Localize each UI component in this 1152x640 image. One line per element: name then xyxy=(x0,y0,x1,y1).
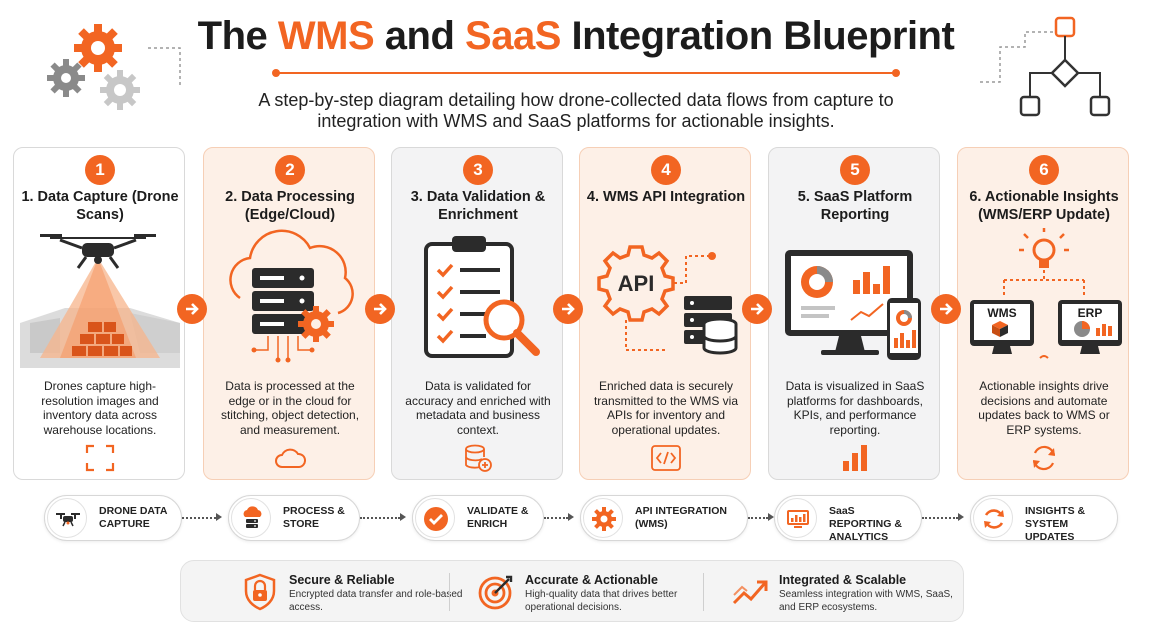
flowchart-icon xyxy=(980,16,1111,117)
step-title: 5. SaaS Platform Reporting xyxy=(797,189,913,223)
arrow-right-icon xyxy=(374,303,387,315)
step-title: 4. WMS API Integration xyxy=(586,189,746,205)
step-title: 2. Data Processing (Edge/Cloud) xyxy=(225,189,355,223)
feature-secure: Secure & Reliable Encrypted data transfe… xyxy=(241,561,462,623)
flow-arrow-2 xyxy=(365,294,395,324)
step-number: 3 xyxy=(463,155,493,185)
step-title: 3. Data Validation & Enrichment xyxy=(410,189,546,223)
refresh-icon xyxy=(1032,445,1056,471)
flow-arrow-4 xyxy=(742,294,772,324)
arrow-right-icon xyxy=(186,303,199,315)
step-description: Data is processed at the edge or in the … xyxy=(220,379,360,437)
pipeline-connector xyxy=(922,513,964,521)
pipeline-saas-reporting: SaaS REPORTING & ANALYTICS xyxy=(774,495,922,543)
pipeline-validate-enrich: VALIDATE & ENRICH xyxy=(412,495,544,541)
gears-icon xyxy=(47,24,181,110)
step-number: 5 xyxy=(840,155,870,185)
step-description: Data is validated for accuracy and enric… xyxy=(405,379,551,437)
step-card-6: 6 6. Actionable Insights (WMS/ERP Update… xyxy=(957,147,1129,480)
pipeline-connector xyxy=(360,513,406,521)
step-description: Actionable insights drive decisions and … xyxy=(978,379,1110,437)
code-icon xyxy=(651,445,681,471)
dashboard-monitor-icon xyxy=(785,250,921,360)
flow-arrow-1 xyxy=(177,294,207,324)
step-card-5: 5 5. SaaS Platform Reporting Data is vis… xyxy=(768,147,940,480)
clipboard-checklist-icon xyxy=(424,236,540,358)
feature-accurate: Accurate & Actionable High-quality data … xyxy=(477,561,707,623)
lock-icon xyxy=(244,573,276,611)
bar-chart-icon xyxy=(843,445,867,471)
step-card-4: 4 4. WMS API Integration API Enriched da… xyxy=(579,147,751,480)
trend-up-icon xyxy=(732,580,768,605)
refresh-icon xyxy=(984,509,1004,529)
step-card-2: 2 2. Data Processing (Edge/Cloud) Data i… xyxy=(203,147,375,480)
step-description: Enriched data is securely transmitted to… xyxy=(593,379,739,437)
pipeline-api-integration: API INTEGRATION (WMS) xyxy=(580,495,748,541)
step-description: Drones capture high-resolution images an… xyxy=(41,379,159,437)
step-number: 6 xyxy=(1029,155,1059,185)
drone-icon xyxy=(20,234,180,368)
wms-erp-lightbulb-icon: WMS ERP xyxy=(970,228,1122,359)
feature-integrated: Integrated & Scalable Seamless integrati… xyxy=(731,561,961,623)
wms-label: WMS xyxy=(987,306,1016,320)
flow-arrow-5 xyxy=(931,294,961,324)
title-divider xyxy=(272,69,900,77)
scan-frame-icon xyxy=(85,444,115,472)
target-icon xyxy=(478,575,513,610)
features-panel: Secure & Reliable Encrypted data transfe… xyxy=(180,560,964,622)
arrow-right-icon xyxy=(751,303,764,315)
api-label: API xyxy=(618,271,655,296)
cloud-icon xyxy=(275,448,306,468)
erp-label: ERP xyxy=(1078,306,1103,320)
pipeline-connector xyxy=(544,513,574,521)
drone-icon xyxy=(56,513,80,527)
api-gear-icon: API xyxy=(597,245,738,355)
pipeline-connector xyxy=(182,513,222,521)
step-title: 6. Actionable Insights (WMS/ERP Update) xyxy=(969,189,1119,223)
cloud-server-icon xyxy=(229,229,354,363)
pipeline-connector xyxy=(748,513,774,521)
step-title: 1. Data Capture (Drone Scans) xyxy=(21,189,179,223)
flow-arrow-3 xyxy=(553,294,583,324)
step-description: Data is visualized in SaaS platforms for… xyxy=(785,379,925,437)
cloud-server-icon xyxy=(243,506,262,528)
monitor-chart-icon xyxy=(787,510,809,528)
pipeline-drone-capture: DRONE DATA CAPTURE xyxy=(44,495,182,541)
arrow-right-icon xyxy=(562,303,575,315)
pipeline-insights-updates: INSIGHTS & SYSTEM UPDATES xyxy=(970,495,1118,543)
step-number: 4 xyxy=(651,155,681,185)
checkmark-icon xyxy=(424,507,448,531)
arrow-right-icon xyxy=(940,303,953,315)
step-card-1: 1 1. Data Capture (Drone Scans) Drones c… xyxy=(13,147,185,480)
step-card-3: 3 3. Data Validation & Enrichment Data i… xyxy=(391,147,563,480)
database-add-icon xyxy=(465,444,492,472)
page-title: The WMS and SaaS Integration Blueprint xyxy=(197,14,955,58)
step-number: 1 xyxy=(85,155,115,185)
step-number: 2 xyxy=(275,155,305,185)
gear-icon xyxy=(592,507,616,531)
page-subtitle: A step-by-step diagram detailing how dro… xyxy=(258,90,894,131)
pipeline-process-store: PROCESS & STORE xyxy=(228,495,360,541)
